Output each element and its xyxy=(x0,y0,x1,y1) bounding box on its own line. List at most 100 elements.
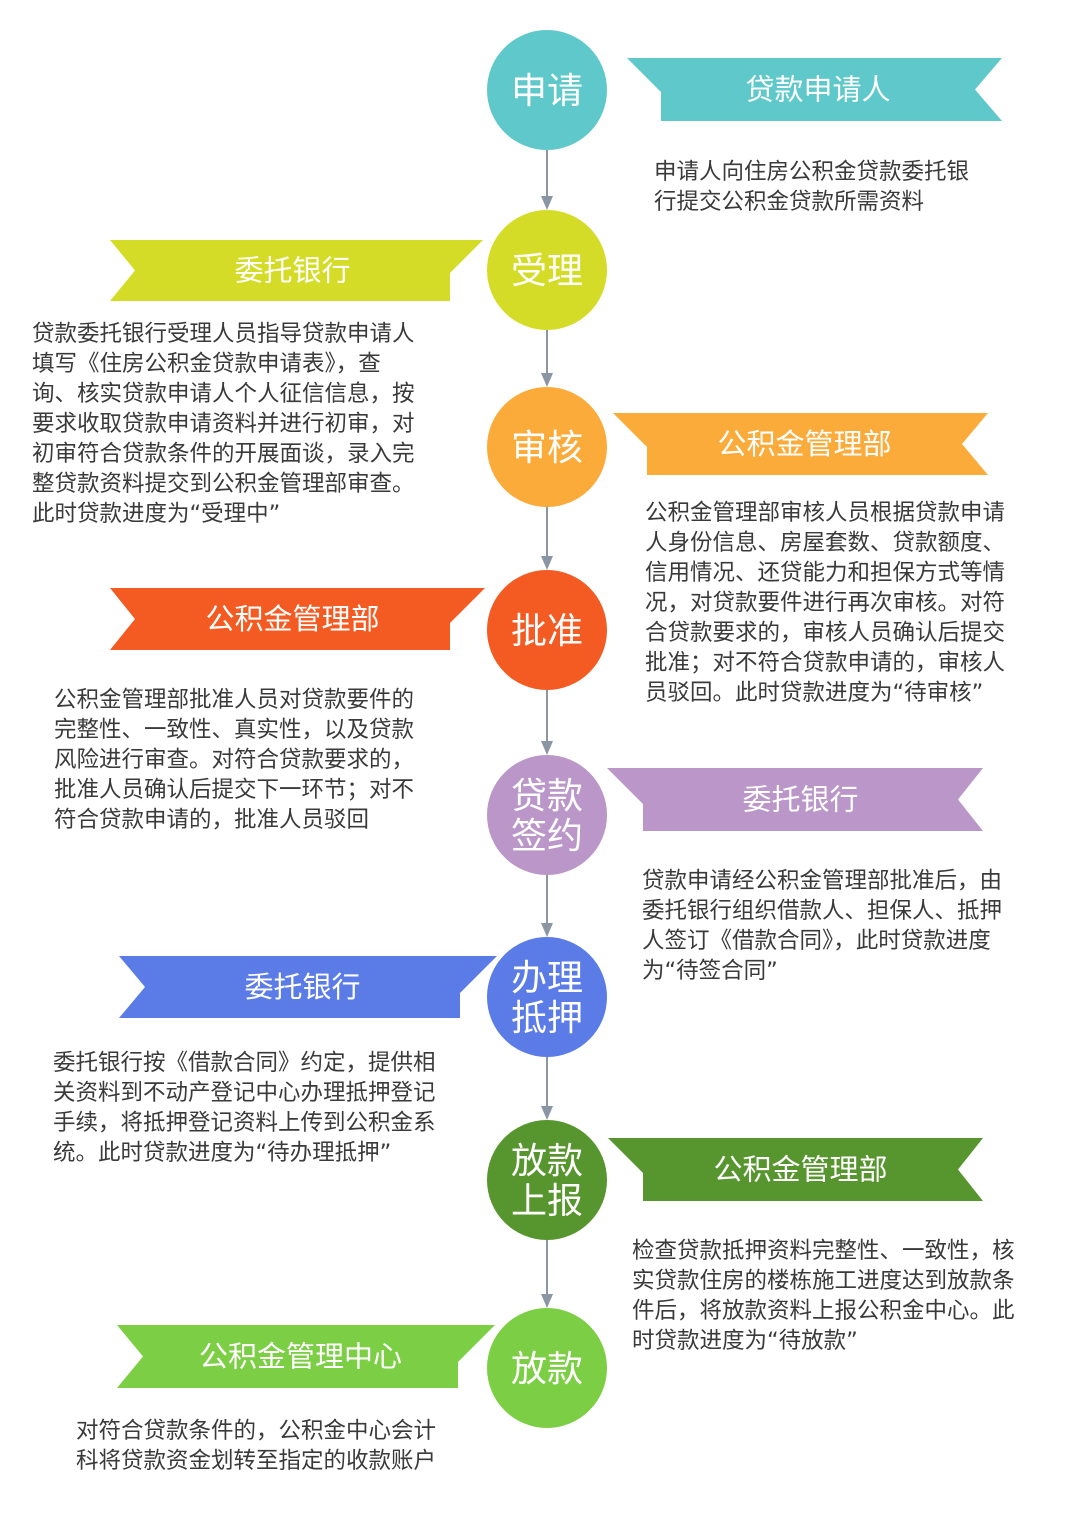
step-circle-label: 贷款 xyxy=(511,776,583,817)
description-line: 贷款申请经公积金管理部批准后，由 xyxy=(642,868,1003,894)
step-node-mortgage: 办理抵押 xyxy=(487,937,607,1057)
description-line: 符合贷款申请的，批准人员驳回 xyxy=(54,807,370,833)
step-description-sign: 贷款申请经公积金管理部批准后，由 委托银行组织借款人、担保人、抵押 人签订《借款… xyxy=(642,866,1002,986)
step-node-apply: 申请 xyxy=(487,30,607,150)
step-circle-label: 上报 xyxy=(511,1181,583,1222)
description-line: 整贷款资料提交到公积金管理部审查。 xyxy=(32,471,415,497)
description-line: 公积金管理部审核人员根据贷款申请 xyxy=(645,500,1006,526)
ribbon-actor-label: 公积金管理部 xyxy=(713,1153,887,1187)
description-line: 为“待签合同” xyxy=(642,958,778,984)
arrowhead-icon xyxy=(541,923,553,937)
description-line: 批准；对不符合贷款申请的，审核人 xyxy=(645,650,1006,676)
step-description-approve: 公积金管理部批准人员对贷款要件的 完整性、一致性、真实性，以及贷款 风险进行审查… xyxy=(54,685,414,835)
ribbon-banner-shape xyxy=(110,240,483,301)
ribbon-banner-shape xyxy=(110,588,485,650)
step-circle-label: 放款 xyxy=(511,1349,583,1390)
step-circle-label: 放款 xyxy=(511,1141,583,1182)
ribbon-actor-label: 贷款申请人 xyxy=(745,73,890,107)
description-line: 行提交公积金贷款所需资料 xyxy=(654,189,925,215)
step-circle-label: 签约 xyxy=(511,816,583,857)
step-description-accept: 贷款委托银行受理人员指导贷款申请人 填写《住房公积金贷款申请表》，查 询、核实贷… xyxy=(32,319,415,529)
step-circle xyxy=(487,1120,607,1240)
step-node-disburse: 放款 xyxy=(487,1308,607,1428)
description-line: 贷款委托银行受理人员指导贷款申请人 xyxy=(32,321,415,347)
ribbon-actor-label: 委托银行 xyxy=(244,970,360,1004)
description-line: 填写《住房公积金贷款申请表》，查 xyxy=(32,351,381,377)
ribbon-banner-shape xyxy=(607,768,983,831)
description-line: 委托银行组织借款人、担保人、抵押 xyxy=(642,898,1003,924)
step-node-accept: 受理 xyxy=(487,210,607,330)
description-line: 此时贷款进度为“受理中” xyxy=(32,501,281,527)
description-line: 关资料到不动产登记中心办理抵押登记 xyxy=(53,1080,436,1106)
step-circle xyxy=(487,570,607,690)
ribbon-actor-label: 委托银行 xyxy=(742,783,858,817)
description-line: 科将贷款资金划转至指定的收款账户 xyxy=(76,1448,437,1474)
description-line: 统。此时贷款进度为“待办理抵押” xyxy=(53,1140,392,1166)
connector-arrow xyxy=(541,330,553,387)
description-line: 要求收取贷款申请资料并进行初审，对 xyxy=(32,411,415,437)
arrowhead-icon xyxy=(541,741,553,755)
connector-arrow xyxy=(541,507,553,570)
ribbon-banner-shape xyxy=(608,1138,983,1201)
ribbons: 贷款申请人委托银行公积金管理部公积金管理部委托银行委托银行公积金管理部公积金管理… xyxy=(110,58,1002,1388)
description-line: 公积金管理部批准人员对贷款要件的 xyxy=(54,687,415,713)
description-line: 人身份信息、房屋套数、贷款额度、 xyxy=(645,530,1006,556)
description-line: 检查贷款抵押资料完整性、一致性，核 xyxy=(632,1238,1015,1264)
step-description-report: 检查贷款抵押资料完整性、一致性，核 实贷款住房的楼栋施工进度达到放款条 件后，将… xyxy=(632,1236,1015,1356)
description-line: 询、核实贷款申请人个人征信信息，按 xyxy=(32,381,415,407)
step-circle xyxy=(487,937,607,1057)
connector-arrow xyxy=(541,1240,553,1308)
description-line: 初审符合贷款条件的开展面谈，录入完 xyxy=(32,441,415,467)
arrowhead-icon xyxy=(541,196,553,210)
description-line: 完整性、一致性、真实性，以及贷款 xyxy=(54,717,415,743)
step-description-mortgage: 委托银行按《借款合同》约定，提供相 关资料到不动产登记中心办理抵押登记 手续，将… xyxy=(53,1048,436,1168)
connector-arrow xyxy=(541,150,553,210)
description-line: 批准人员确认后提交下一环节；对不 xyxy=(54,777,415,803)
description-line: 人签订《借款合同》，此时贷款进度 xyxy=(642,928,991,954)
description-line: 风险进行审查。对符合贷款要求的， xyxy=(54,747,415,773)
step-circle xyxy=(487,387,607,507)
ribbon-banner-shape xyxy=(117,1325,495,1388)
description-line: 委托银行按《借款合同》约定，提供相 xyxy=(53,1050,436,1076)
description-line: 员驳回。此时贷款进度为“待审核” xyxy=(645,680,984,706)
ribbon-actor-label: 公积金管理部 xyxy=(205,602,379,636)
ribbon-actor-label: 公积金管理部 xyxy=(717,427,891,461)
connector-arrow xyxy=(541,1057,553,1120)
step-circle-label: 抵押 xyxy=(511,998,583,1039)
description-line: 实贷款住房的楼栋施工进度达到放款条 xyxy=(632,1268,1015,1294)
step-node-approve: 批准 xyxy=(487,570,607,690)
step-circle xyxy=(487,755,607,875)
connector-arrow xyxy=(541,690,553,755)
arrowhead-icon xyxy=(541,1106,553,1120)
step-circle-label: 批准 xyxy=(511,611,583,652)
step-circle xyxy=(487,210,607,330)
step-circle xyxy=(487,30,607,150)
step-description-apply: 申请人向住房公积金贷款委托银 行提交公积金贷款所需资料 xyxy=(654,157,969,217)
ribbon-actor-label: 公积金管理中心 xyxy=(199,1340,402,1374)
step-node-review: 审核 xyxy=(487,387,607,507)
actor-ribbon-approve: 公积金管理部 xyxy=(110,588,485,650)
description-line: 件后，将放款资料上报公积金中心。此 xyxy=(632,1298,1015,1324)
actor-ribbon-mortgage: 委托银行 xyxy=(119,956,497,1018)
description-line: 信用情况、还贷能力和担保方式等情 xyxy=(645,560,1006,586)
ribbon-banner-shape xyxy=(119,956,497,1018)
description-line: 时贷款进度为“待放款” xyxy=(632,1328,858,1354)
step-circle-label: 受理 xyxy=(511,251,583,292)
step-circle-label: 申请 xyxy=(511,71,583,112)
description-line: 申请人向住房公积金贷款委托银 xyxy=(654,159,970,185)
actor-ribbon-review: 公积金管理部 xyxy=(613,413,988,475)
arrowhead-icon xyxy=(541,373,553,387)
step-description-disburse: 对符合贷款条件的，公积金中心会计 科将贷款资金划转至指定的收款账户 xyxy=(76,1416,436,1476)
ribbon-banner-shape xyxy=(627,58,1002,121)
actor-ribbon-disburse: 公积金管理中心 xyxy=(117,1325,495,1388)
step-description-review: 公积金管理部审核人员根据贷款申请 人身份信息、房屋套数、贷款额度、 信用情况、还… xyxy=(645,498,1005,708)
description-line: 对符合贷款条件的，公积金中心会计 xyxy=(76,1418,437,1444)
actor-ribbon-sign: 委托银行 xyxy=(607,768,983,831)
ribbon-actor-label: 委托银行 xyxy=(234,254,350,288)
connector-arrow xyxy=(541,875,553,937)
actor-ribbon-accept: 委托银行 xyxy=(110,240,483,301)
actor-ribbon-report: 公积金管理部 xyxy=(608,1138,983,1201)
connectors xyxy=(541,150,553,1308)
